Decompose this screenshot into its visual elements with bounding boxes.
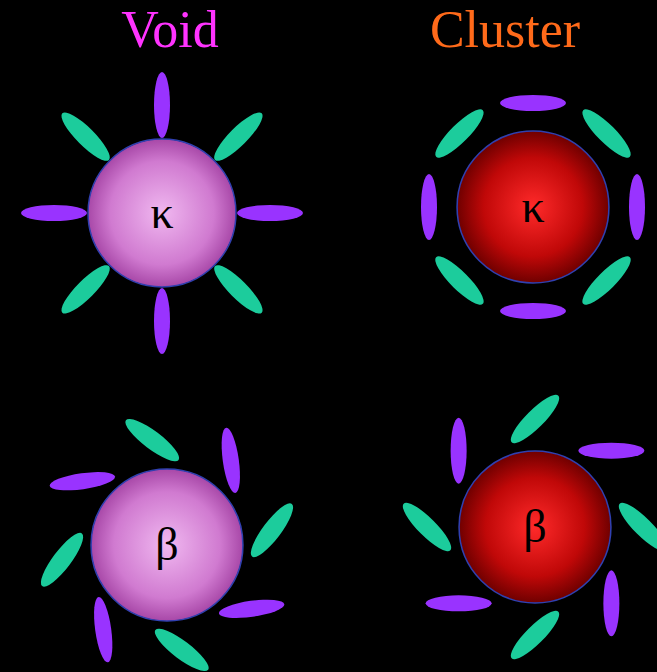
radial-ellipses [21,72,303,354]
mass-circle: κ [87,138,237,288]
symbol-label: β [155,522,178,568]
mass-circle: κ [456,130,610,284]
mass-circle: β [90,468,244,622]
tangential-ellipses [421,95,645,319]
spiral-ellipses [35,413,299,672]
symbol-label: κ [521,184,544,230]
column-heading: Void [121,4,218,56]
symbol-label: β [523,504,546,550]
spiral-ellipses [397,389,657,664]
column-heading: Cluster [430,4,580,56]
symbol-label: κ [150,190,173,236]
mass-circle: β [458,450,612,604]
